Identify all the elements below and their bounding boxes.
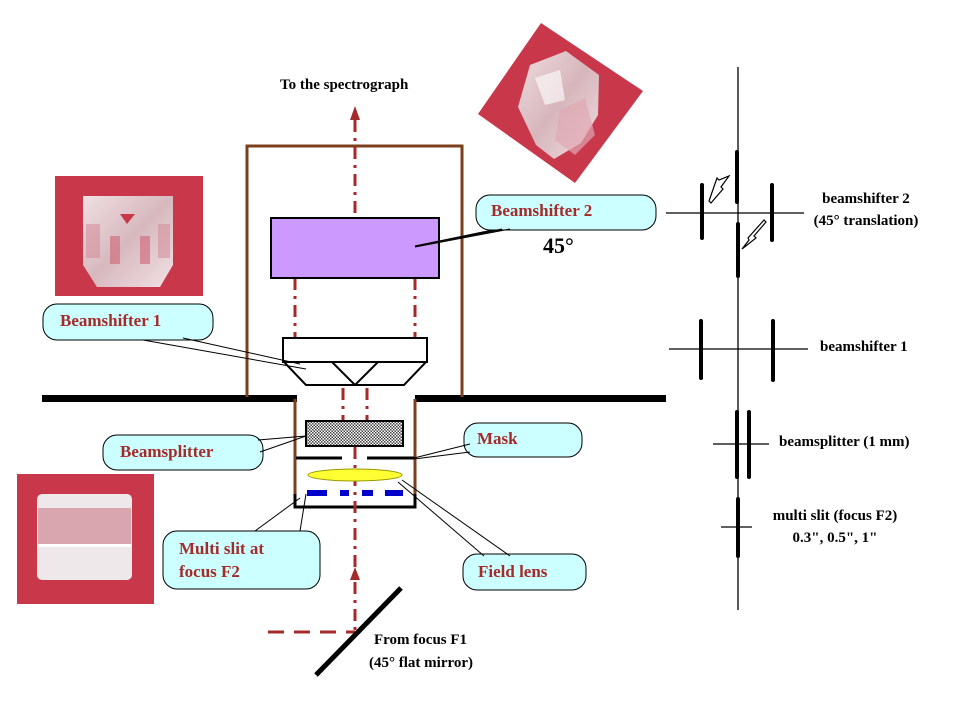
schematic-beamsplitter [713,410,769,479]
schematic-multi-slit-label-1: multi slit (focus F2) [772,508,898,524]
callout-beamshifter-1-label: Beamshifter 1 [60,311,162,330]
callout-beamshifter-1 [42,303,307,370]
angle-label: 45° [543,233,574,258]
multi-slit-element [307,490,403,496]
schematic-beamshifter-2 [666,150,804,278]
to-spectrograph-label: To the spectrograph [280,77,409,93]
beamshifter-2-element [270,217,440,279]
callout-beamsplitter-label: Beamsplitter [120,442,214,461]
flat-mirror [314,586,403,677]
callout-mask [413,422,583,460]
beamshifter-1-prism-photo [55,176,203,296]
beamsplitter-element [305,420,404,447]
schematic-multi-slit [721,497,752,558]
schematic-beamshifter-2-label-2: (45° translation) [813,213,919,229]
arrow-down-left-icon [741,219,767,250]
beamshifter-2-prism-photo [478,23,643,183]
output-arrow-icon [350,106,360,120]
callout-beamshifter-2 [414,194,657,248]
schematic-beamshifter-1-label: beamshifter 1 [820,339,908,355]
beamshifter-1-element [281,337,429,387]
from-focus-sublabel: (45° flat mirror) [369,655,474,671]
schematic-beamshifter-2-label-1: beamshifter 2 [822,191,910,207]
from-focus-label: From focus F1 [374,632,468,648]
arrow-up-right-icon [708,174,731,204]
field-lens-element [307,468,403,482]
callout-multi-slit-label-2: focus F2 [179,562,240,581]
callout-field-lens-label: Field lens [478,562,548,581]
schematic-beamshifter-1 [669,319,808,382]
callout-multi-slit [162,493,321,590]
beam-arrow-icon [350,567,360,580]
mounting-plate [42,395,666,402]
schematic-beamsplitter-label: beamsplitter (1 mm) [779,434,910,450]
beamsplitter-cube-photo [17,474,154,604]
callout-mask-label: Mask [477,429,518,448]
callout-beamshifter-2-label: Beamshifter 2 [491,201,593,220]
callout-field-lens [397,479,587,591]
schematic-multi-slit-label-2: 0.3", 0.5", 1" [792,530,878,546]
upper-housing [245,144,464,397]
callout-multi-slit-label-1: Multi slit at [179,539,264,558]
callout-beamsplitter [102,434,307,471]
